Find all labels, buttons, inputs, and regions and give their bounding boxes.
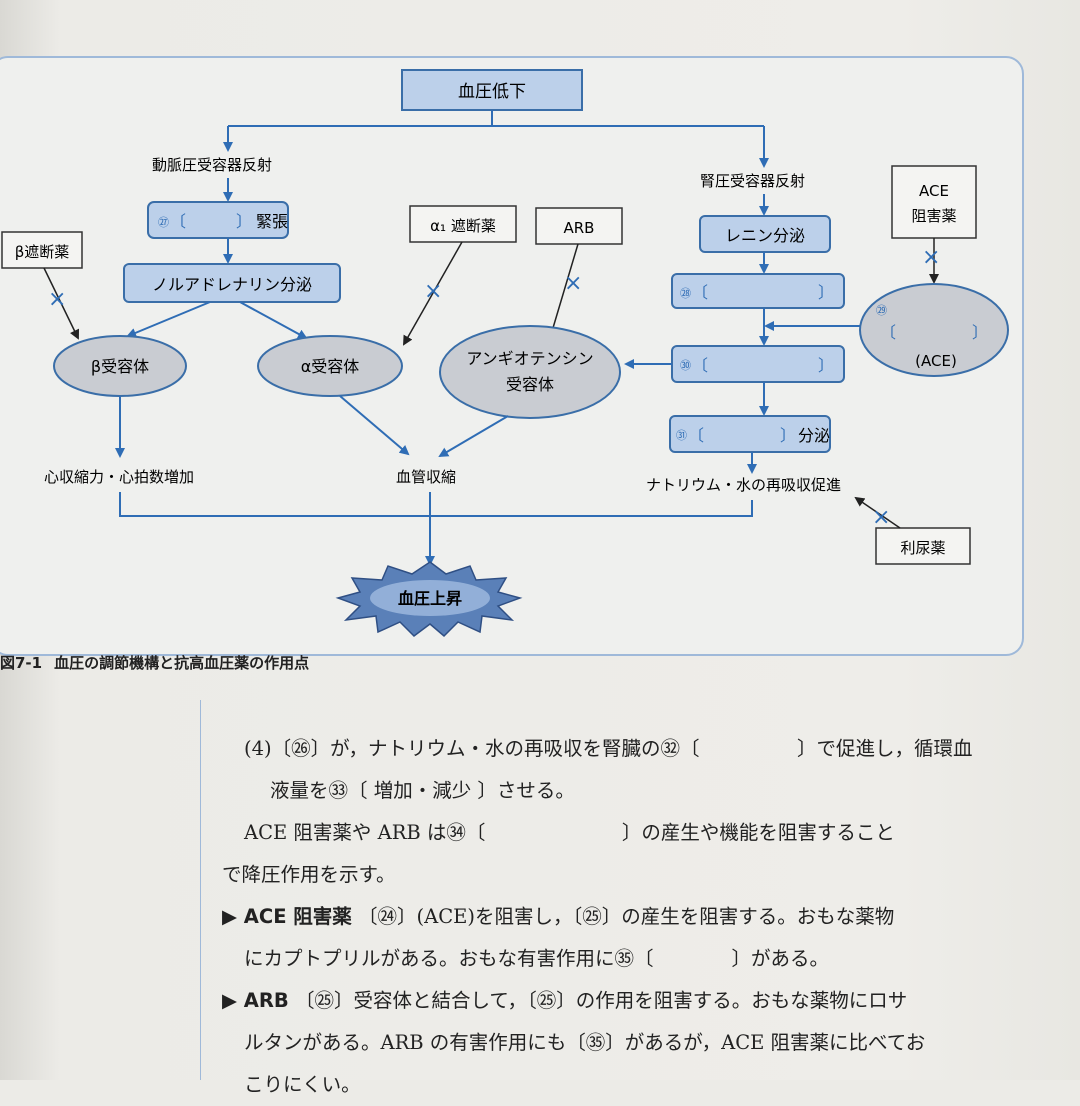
ace-inhibitor-heading: ▶ ACE 阻害薬: [222, 905, 352, 928]
arrow-alpha-to-vaso: [339, 395, 410, 456]
right-reflex-label: 腎圧受容器反射: [700, 172, 805, 190]
body-line: こりにくい。: [244, 1073, 361, 1096]
alpha-receptor-node: α受容体: [257, 335, 403, 397]
blank-28-node: ㉘ 〔 〕: [671, 273, 845, 309]
renin-node: レニン分泌: [699, 215, 831, 253]
tension-bracket-close: 〕: [236, 212, 252, 231]
body-line: 液量を㉝〔 増加・減少 〕させる。: [270, 779, 575, 802]
top-node: 血圧低下: [401, 69, 583, 111]
arrow-beta-blocker: [43, 267, 80, 340]
result-node: 血圧上昇: [335, 561, 523, 638]
blank-29-number: ㉙: [876, 304, 887, 317]
body-line: で降圧作用を示す。: [222, 863, 396, 886]
top-node-label: 血圧低下: [458, 82, 526, 102]
alpha-blocker-node: α₁ 遮断薬: [409, 205, 517, 243]
arb-node: ARB: [535, 207, 623, 245]
angiotensin-receptor-line2: 受容体: [506, 375, 554, 394]
arb-heading: ▶ ARB: [222, 989, 289, 1012]
body-text: (4)〔㉖〕が，ナトリウム・水の再吸収を腎臓の㉜〔 〕で促進し，循環血 液量を㉝…: [222, 728, 1012, 1106]
alpha-receptor-label: α受容体: [301, 357, 360, 376]
body-line: (4)〔㉖〕が，ナトリウム・水の再吸収を腎臓の㉜〔 〕で促進し，循環血: [244, 737, 973, 760]
diuretic-label: 利尿薬: [900, 539, 945, 557]
blank-31-number: ㉛: [676, 429, 687, 442]
ace-enzyme-label: (ACE): [915, 352, 957, 370]
body-line: 〔㉔〕(ACE)を阻害し，〔㉕〕の産生を阻害する。おもな薬物: [358, 905, 895, 928]
bracket-open: 〔: [692, 356, 708, 375]
arrow-alpha-blocker: [403, 241, 463, 346]
arb-label: ARB: [564, 219, 595, 237]
blank-31-node: ㉛ 〔 〕 分泌: [669, 415, 831, 453]
blank-31-label: 分泌: [798, 426, 830, 445]
blank-28-number: ㉘: [680, 287, 691, 300]
cross-icon: ×: [564, 271, 582, 296]
body-line: にカプトプリルがある。おもな有害作用に㉟〔 〕がある。: [244, 947, 830, 970]
body-line: ACE 阻害薬や ARB は㉞〔 〕の産生や機能を阻害すること: [244, 821, 895, 844]
arrow-arb: [547, 243, 579, 340]
cardiac-effect-label: 心収縮力・心拍数増加: [44, 468, 194, 486]
arrow-to-beta: [126, 301, 211, 338]
margin-rule: [200, 700, 201, 1080]
figure-number: 図7-1: [0, 654, 43, 672]
ace-inhibitor-node: ACE 阻害薬: [891, 165, 977, 239]
left-reflex-label: 動脈圧受容器反射: [152, 156, 272, 174]
bracket-open: 〔: [880, 323, 896, 342]
beta-receptor-node: β受容体: [53, 335, 187, 397]
body-line: 〔㉕〕受容体と結合して，〔㉕〕の作用を阻害する。おもな薬物にロサ: [294, 989, 908, 1012]
bracket-close: 〕: [818, 356, 834, 375]
beta-receptor-label: β受容体: [91, 357, 149, 376]
cross-icon: ×: [48, 287, 66, 312]
collect-line: [119, 492, 753, 517]
sodium-effect-label: ナトリウム・水の再吸収促進: [646, 476, 841, 494]
figure-caption: 図7-1 血圧の調節機構と抗高血圧薬の作用点: [0, 652, 309, 673]
alpha-blocker-label: α₁ 遮断薬: [430, 217, 496, 235]
vasoconstriction-label: 血管収縮: [396, 468, 456, 486]
figure-caption-text: 血圧の調節機構と抗高血圧薬の作用点: [54, 654, 310, 672]
tension-node: ㉗ 〔 〕 緊張: [147, 201, 289, 239]
noradrenaline-label: ノルアドレナリン分泌: [152, 275, 312, 294]
arrow-angio-to-vaso: [438, 415, 509, 458]
branch-line: [228, 110, 764, 127]
angiotensin-receptor-node: アンギオテンシン 受容体: [439, 325, 621, 419]
blood-pressure-diagram: 血圧低下 動脈圧受容器反射 腎圧受容器反射 ㉗ 〔 〕 緊張 ノルアドレナリン分…: [1, 69, 1009, 638]
cross-icon: ×: [922, 245, 940, 270]
diuretic-node: 利尿薬: [875, 527, 971, 565]
tension-blank-number: ㉗: [158, 216, 169, 229]
bracket-open: 〔: [688, 426, 704, 445]
blank-30-node: ㉚ 〔 〕: [671, 345, 845, 383]
result-label: 血圧上昇: [398, 589, 462, 608]
cross-icon: ×: [872, 505, 890, 530]
renin-label: レニン分泌: [725, 226, 805, 245]
blank-30-number: ㉚: [680, 359, 691, 372]
bracket-close: 〕: [780, 426, 796, 445]
angiotensin-receptor-line1: アンギオテンシン: [466, 349, 593, 368]
ace-inhibitor-line1: ACE: [919, 182, 949, 200]
bracket-open: 〔: [692, 283, 708, 302]
tension-label: 緊張: [256, 212, 288, 231]
beta-blocker-label: β遮断薬: [15, 243, 70, 261]
bracket-close: 〕: [972, 323, 988, 342]
ace-inhibitor-line2: 阻害薬: [911, 207, 956, 225]
beta-blocker-node: β遮断薬: [1, 231, 83, 269]
ace-enzyme-node: ㉙ 〔 〕 (ACE): [859, 283, 1009, 377]
noradrenaline-node: ノルアドレナリン分泌: [123, 263, 341, 303]
bracket-close: 〕: [818, 283, 834, 302]
arrow-to-alpha: [239, 301, 308, 339]
body-line: ルタンがある。ARB の有害作用にも〔㉟〕があるが，ACE 阻害薬に比べてお: [244, 1031, 926, 1054]
tension-bracket-open: 〔: [170, 212, 186, 231]
cross-icon: ×: [424, 279, 442, 304]
arrow-diuretic: [854, 496, 901, 529]
